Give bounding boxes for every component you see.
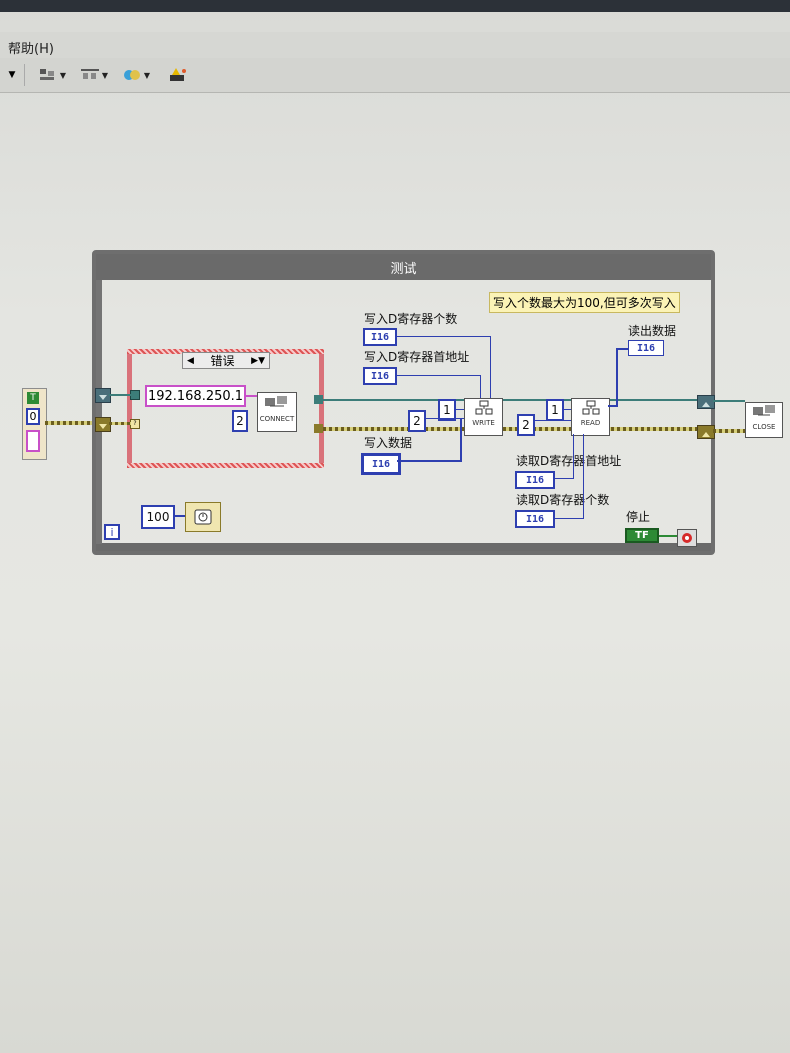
reorder-button[interactable]: ▼	[118, 64, 154, 86]
wire-write-data-v	[460, 418, 462, 462]
wire-wait	[173, 515, 185, 517]
case-selector[interactable]: ◀ 错误 ▶▼	[182, 352, 270, 369]
wire-const-2	[424, 418, 464, 419]
case-tunnel-in	[130, 390, 140, 400]
write-count-control[interactable]: I16	[363, 328, 397, 346]
wire-write-addr-v	[480, 375, 481, 398]
error-wire	[45, 421, 100, 425]
write-const-2[interactable]: 2	[408, 410, 426, 432]
close-label: CLOSE	[752, 423, 776, 431]
wait-function[interactable]	[185, 502, 221, 532]
read-data-indicator: I16	[628, 340, 664, 356]
connect-subvi[interactable]: CONNECT	[257, 392, 297, 432]
case-next-icon[interactable]: ▶▼	[251, 355, 265, 366]
read-count-control[interactable]: I16	[515, 510, 555, 528]
align-objects-icon	[39, 69, 54, 80]
case-border-top	[127, 349, 324, 354]
wire-read-addr-h	[553, 478, 573, 479]
wire-write-addr-h	[395, 375, 480, 376]
write-addr-control[interactable]: I16	[363, 367, 397, 385]
label-read-addr: 读取D寄存器首地址	[516, 454, 622, 468]
wire-const-1	[454, 409, 464, 410]
stop-icon	[682, 533, 692, 543]
left-shift-register-bottom[interactable]	[95, 417, 111, 432]
label-read-count: 读取D寄存器个数	[516, 493, 610, 507]
case-selector-terminal: ?	[130, 419, 140, 429]
wire-error-in	[109, 422, 131, 425]
network-icon	[753, 405, 775, 416]
wire-error-out	[713, 429, 745, 433]
toolbar-dropdown-button[interactable]: ▼	[0, 64, 25, 86]
close-subvi[interactable]: CLOSE	[745, 402, 783, 438]
case-tunnel-out-top	[314, 395, 323, 404]
menu-bar	[0, 32, 790, 58]
string-constant[interactable]	[26, 430, 40, 452]
label-stop: 停止	[626, 510, 651, 524]
wire-stop	[659, 535, 677, 537]
wire-read-const-2	[533, 420, 572, 421]
wire-teal-in	[109, 394, 131, 396]
comment-note: 写入个数最大为100,但可多次写入	[489, 292, 680, 313]
wait-clock-icon	[194, 509, 212, 525]
label-write-addr: 写入D寄存器首地址	[364, 350, 470, 364]
label-read-data: 读出数据	[628, 324, 677, 338]
while-loop-bottom-border	[96, 543, 711, 551]
wire-write-count-h	[395, 336, 490, 337]
distribute-objects-icon	[80, 69, 99, 79]
ip-wire	[246, 395, 258, 397]
read-label: READ	[580, 419, 601, 427]
window-top-edge	[0, 0, 790, 12]
read-const-1[interactable]: 1	[546, 399, 564, 421]
network-icon	[265, 396, 287, 407]
case-prev-icon[interactable]: ◀	[187, 355, 194, 366]
read-addr-control[interactable]: I16	[515, 471, 555, 489]
iteration-terminal: i	[104, 524, 120, 540]
wire-read-addr-v	[573, 434, 574, 479]
boolean-constant[interactable]: T	[27, 392, 39, 404]
menu-help[interactable]: 帮助(H)	[8, 42, 54, 57]
wire-read-out-h	[608, 405, 616, 407]
wire-read-count-v	[583, 434, 584, 519]
write-label: WRITE	[472, 419, 495, 427]
right-shift-register-top[interactable]	[697, 395, 715, 409]
wait-ms-constant[interactable]: 100	[141, 505, 175, 529]
write-subvi[interactable]: WRITE	[464, 398, 503, 436]
wire-read-count-h	[553, 518, 583, 519]
write-data-control[interactable]: I16	[361, 453, 401, 475]
connect-label: CONNECT	[259, 415, 295, 423]
read-subvi[interactable]: READ	[571, 398, 610, 436]
cleanup-diagram-icon	[170, 68, 186, 81]
loop-title: 测试	[96, 254, 711, 280]
align-objects-button[interactable]: ▼	[34, 64, 70, 86]
case-tunnel-out-bottom	[314, 424, 323, 433]
wire-teal-main	[323, 399, 697, 401]
label-write-data: 写入数据	[364, 436, 413, 450]
connect-const[interactable]: 2	[232, 410, 248, 432]
wire-read-const-1	[562, 409, 572, 410]
loop-condition-terminal[interactable]	[677, 529, 697, 547]
cleanup-diagram-button[interactable]	[160, 64, 196, 86]
write-const-1[interactable]: 1	[438, 399, 456, 421]
wire-read-out-v	[616, 348, 618, 407]
network-icon	[475, 400, 492, 415]
label-write-count: 写入D寄存器个数	[364, 312, 458, 326]
case-selector-label: 错误	[210, 354, 235, 368]
numeric-constant[interactable]: 0	[26, 408, 40, 425]
while-loop-left-border	[96, 280, 102, 544]
wire-write-data-h	[397, 460, 460, 462]
reorder-icon	[123, 70, 140, 80]
stop-button-control[interactable]: TF	[625, 528, 659, 543]
ip-address-constant[interactable]: 192.168.250.1	[145, 385, 246, 407]
case-border-bottom	[127, 463, 324, 468]
wire-error-main	[323, 427, 697, 431]
wire-read-out-h2	[618, 348, 628, 350]
wire-write-count-v	[490, 336, 491, 398]
wire-teal-out	[713, 400, 745, 402]
network-icon	[582, 400, 599, 415]
distribute-objects-button[interactable]: ▼	[76, 64, 112, 86]
read-const-2[interactable]: 2	[517, 414, 535, 436]
